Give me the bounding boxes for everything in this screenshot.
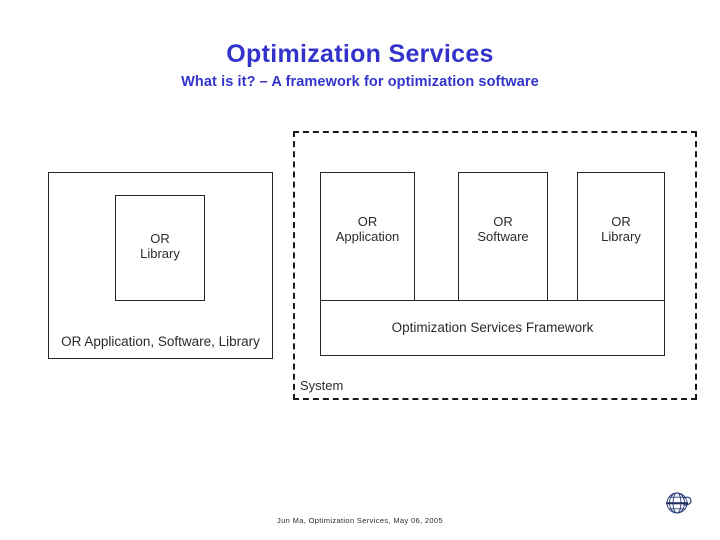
left-diagram-outer-label: OR Application, Software, Library [61,334,260,349]
page-subtitle: What is it? – A framework for optimizati… [181,74,539,90]
left-diagram-inner-box [115,195,205,301]
system-label: System [300,378,344,393]
component-box-or-software [458,172,548,302]
globe-icon [666,492,692,514]
page-title: Optimization Services [226,40,494,68]
left-diagram-inner-label: OR Library [140,231,180,261]
component-label-or-software: OR Software [477,214,529,244]
component-box-or-library [577,172,665,302]
framework-box [320,300,665,356]
system-boundary [293,131,697,400]
component-label-or-application: OR Application [335,214,400,244]
framework-label: Optimization Services Framework [391,320,594,335]
footer-text: Jun Ma, Optimization Services, May 06, 2… [277,516,443,525]
component-label-or-library: OR Library [601,214,641,244]
